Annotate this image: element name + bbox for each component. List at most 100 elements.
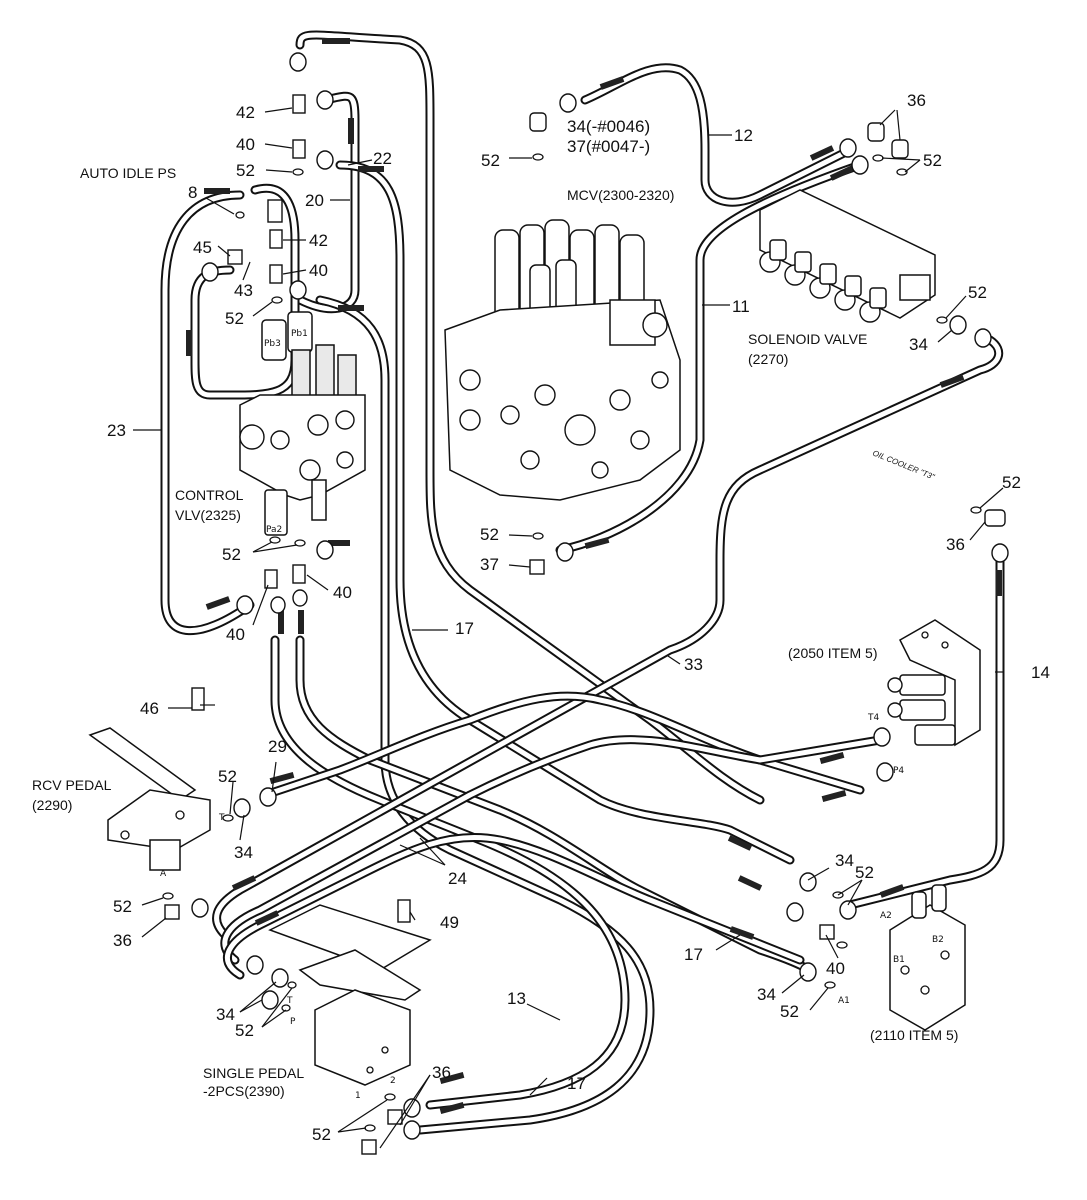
port-label-p: P [290,1017,296,1027]
hose-29 [260,691,865,800]
callout-34: 34 [835,851,854,870]
callout-52: 52 [1002,473,1021,492]
callout-52: 52 [312,1125,331,1144]
single-pedal-label: SINGLE PEDAL [203,1065,304,1081]
hose-17-lower [295,635,815,975]
hose-17-bottom [223,832,805,980]
control-valve-number: VLV(2325) [175,507,241,523]
port-label-p4: P4 [893,766,904,776]
hoses [160,30,1005,1135]
callout-52: 52 [235,1021,254,1040]
control-valve-label: CONTROL [175,487,244,503]
hose-20 [295,91,360,314]
hose-23 [160,190,255,636]
valve-block-2110: A2 B2 B1 A1 [838,884,966,1031]
callout-42: 42 [236,103,255,122]
callout-13: 13 [507,989,526,1008]
hose-8 [190,183,300,400]
port-label-b1: B1 [893,955,905,965]
item-2110-label: (2110 ITEM 5) [870,1027,958,1043]
callout-43: 43 [234,281,253,300]
port-label-1: 1 [355,1091,361,1101]
port-label-t-rcv: T [218,813,225,823]
hose-11 [555,160,865,555]
callout-52: 52 [780,1002,799,1021]
hose-end-hatches [186,38,1002,1115]
hose-17-main [335,160,795,865]
callout-23: 23 [107,421,126,440]
port-label-a1: A1 [838,996,850,1006]
callout-17: 17 [684,945,703,964]
mcv-2300-2320 [444,219,681,501]
callout-42: 42 [309,231,328,250]
port-label-b2: B2 [932,935,944,945]
callout-52: 52 [218,767,237,786]
callout-17: 17 [455,619,474,638]
callout-17: 17 [567,1074,586,1093]
callout-52: 52 [855,863,874,882]
callout-22: 22 [373,149,392,168]
callout-36: 36 [907,91,926,110]
auto-idle-ps-label: AUTO IDLE PS [80,165,176,181]
leader-lines [133,107,1004,1149]
rcv-pedal-number: (2290) [32,797,72,813]
solenoid-valve-label: SOLENOID VALVE [748,331,867,347]
callout-40: 40 [333,583,352,602]
rcv-pedal-label: RCV PEDAL [32,777,112,793]
callout-40: 40 [226,625,245,644]
callout-52: 52 [225,309,244,328]
callout-40: 40 [826,959,845,978]
callout-46: 46 [140,699,159,718]
rcv-pedal-2290: A T [88,727,225,879]
callout-20: 20 [305,191,324,210]
port-label-t4: T4 [867,713,879,723]
callout-24: 24 [448,869,467,888]
callout-8: 8 [188,183,197,202]
hose-24 [315,295,655,1135]
callout-40: 40 [236,135,255,154]
callout-11: 11 [732,297,750,316]
hose-14 [845,545,1005,910]
callout-36: 36 [432,1063,451,1082]
hose-33 [212,335,1004,940]
callout-36: 36 [113,931,132,950]
port-label-a2: A2 [880,911,892,921]
single-pedal-2390: P T 1 2 [268,904,432,1101]
callout-34-serial: 34(-#0046) [567,117,650,136]
control-valve-2325: Pb3 Pb1 Pa2 [239,311,366,536]
port-label-pb1: Pb1 [291,329,308,339]
callout-45: 45 [193,238,212,257]
callout-49: 49 [440,913,459,932]
callouts: 42 40 52 8 45 43 42 40 52 22 20 23 34(-#… [107,91,1050,1144]
callout-52: 52 [480,525,499,544]
callout-40: 40 [309,261,328,280]
single-pedal-number: -2PCS(2390) [203,1083,285,1099]
port-label-t-single: T [286,996,293,1006]
solenoid-valve-number: (2270) [748,351,788,367]
mcv-label: MCV(2300-2320) [567,187,674,203]
hose-13 [270,635,630,1110]
callout-37-serial: 37(#0047-) [567,137,650,156]
callout-14: 14 [1031,663,1050,682]
callout-37: 37 [480,555,499,574]
hose-12 [580,63,855,207]
port-label-2: 2 [390,1076,396,1086]
callout-52: 52 [113,897,132,916]
callout-52: 52 [968,283,987,302]
port-label-pa2: Pa2 [266,525,282,535]
item-2050-label: (2050 ITEM 5) [788,645,877,661]
port-label-pb3: Pb3 [264,339,281,349]
port-label-a: A [160,869,167,879]
callout-36: 36 [946,535,965,554]
hose-t4 [220,735,885,965]
component-labels: AUTO IDLE PS MCV(2300-2320) SOLENOID VAL… [32,165,958,1099]
callout-29: 29 [268,737,287,756]
callout-52: 52 [481,151,500,170]
callout-52: 52 [236,161,255,180]
bracket-2050: T4 P4 [867,619,981,776]
callout-34: 34 [234,843,253,862]
oil-cooler-label: OIL COOLER "T3" [871,449,937,483]
callout-33: 33 [684,655,703,674]
solenoid-valve-2270 [759,189,936,323]
